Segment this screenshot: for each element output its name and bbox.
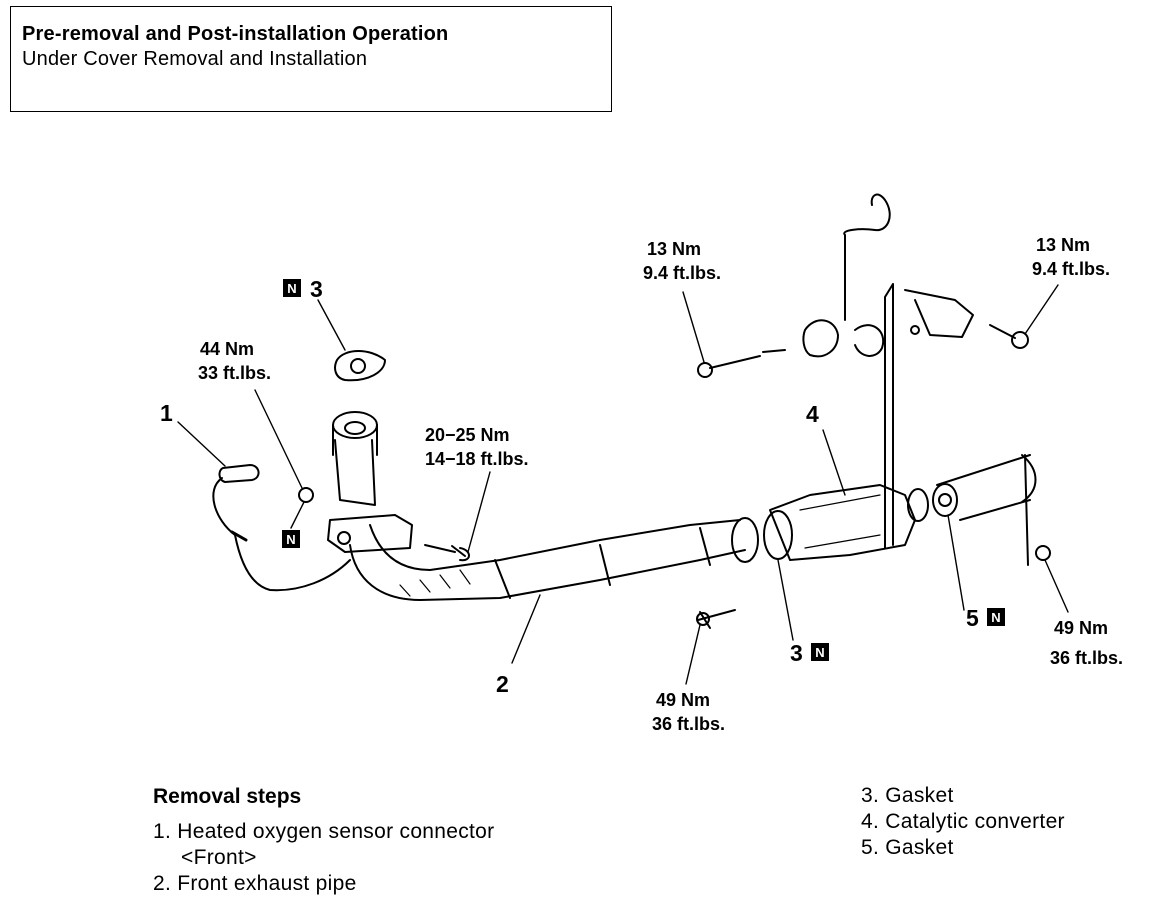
svg-text:49 Nm: 49 Nm: [1054, 618, 1108, 638]
n-mark-nut: N: [282, 530, 300, 548]
callout-1: 1: [160, 400, 173, 426]
bolt-hanger-head: [1011, 331, 1029, 349]
hanger-rubber-2: [854, 324, 885, 357]
converter-outlet-flange: [907, 488, 929, 522]
flange-bolt-hole: [337, 531, 351, 545]
step-2: 2. Front exhaust pipe: [153, 872, 357, 895]
operation-subtitle: Under Cover Removal and Installation: [22, 48, 368, 70]
hanger-stud-head: [697, 362, 713, 378]
svg-text:N: N: [991, 610, 1000, 625]
leader-1: [177, 421, 226, 467]
bolt-hanger: [989, 324, 1016, 339]
leader-13nm-right: [1024, 284, 1059, 335]
manifold-inner: [344, 421, 366, 435]
step-1: 1. Heated oxygen sensor connector: [153, 820, 495, 843]
callout-5: 5: [966, 605, 979, 631]
hanger-hook: [843, 193, 891, 321]
leader-3-mid: [777, 559, 794, 641]
callout-2: 2: [496, 671, 509, 697]
hanger-stud: [709, 349, 786, 369]
converter-shield: [799, 494, 881, 549]
pipe-stripes: [399, 569, 471, 597]
n-mark-gasket-5: N: [987, 608, 1005, 626]
torque-49nm-right: 49 Nm 36 ft.lbs.: [1050, 618, 1123, 668]
svg-text:20−25 Nm: 20−25 Nm: [425, 425, 510, 445]
hanger-rubber: [802, 319, 839, 358]
torque-49nm-left: 49 Nm 36 ft.lbs.: [652, 690, 725, 734]
step-1-detail: <Front>: [181, 846, 257, 869]
converter-inlet-flange: [763, 510, 793, 560]
leader-44nm: [254, 389, 303, 489]
n-mark-top: N: [283, 279, 301, 297]
harness-clip: [230, 530, 248, 542]
gasket-5-hole: [938, 493, 952, 507]
front-exhaust-pipe: [349, 519, 746, 601]
svg-text:N: N: [815, 645, 824, 660]
step-3: 3. Gasket: [861, 784, 954, 807]
svg-text:13 Nm: 13 Nm: [1036, 235, 1090, 255]
leader-5: [947, 514, 965, 611]
torque-20-25nm: 20−25 Nm 14−18 ft.lbs.: [425, 425, 529, 469]
leader-13nm-left: [682, 291, 705, 363]
rear-pipe-side: [1024, 454, 1029, 566]
svg-text:14−18 ft.lbs.: 14−18 ft.lbs.: [425, 449, 529, 469]
manifold-body: [332, 424, 378, 456]
svg-text:36 ft.lbs.: 36 ft.lbs.: [1050, 648, 1123, 668]
leader-2: [511, 594, 541, 664]
gasket-3-top: [334, 350, 386, 382]
callout-4: 4: [806, 401, 819, 427]
svg-text:44 Nm: 44 Nm: [200, 339, 254, 359]
bracket-plate: [884, 283, 894, 549]
bolt-lower-mid-head: [696, 612, 710, 626]
svg-text:9.4 ft.lbs.: 9.4 ft.lbs.: [1032, 259, 1110, 279]
hanger-bracket: [904, 289, 974, 338]
callout-3-mid: 3: [790, 640, 803, 666]
bolt-rear-head: [1035, 545, 1051, 561]
operation-title: Pre-removal and Post-installation Operat…: [22, 23, 449, 45]
gasket-5: [932, 483, 958, 517]
bolt-front-flange: [424, 544, 470, 562]
bolt-lower-mid: [697, 609, 736, 629]
removal-steps-heading: Removal steps: [153, 785, 302, 808]
leader-49nm-right: [1044, 559, 1069, 613]
torque-13nm-right: 13 Nm 9.4 ft.lbs.: [1032, 235, 1110, 279]
leader-3-top: [317, 299, 346, 351]
n-mark-gasket-3: N: [811, 643, 829, 661]
gasket-3-top-hole: [350, 358, 366, 374]
svg-text:13 Nm: 13 Nm: [647, 239, 701, 259]
flange-nut: [298, 487, 314, 503]
step-5: 5. Gasket: [861, 836, 954, 859]
leader-n-nut: [290, 501, 305, 529]
pipe-flex-section: [494, 527, 711, 599]
callout-3-top: 3: [310, 276, 323, 302]
operation-box: [10, 6, 612, 112]
svg-text:36 ft.lbs.: 36 ft.lbs.: [652, 714, 725, 734]
leader-4: [822, 429, 846, 496]
leader-20nm: [467, 471, 491, 553]
leader-49nm-left: [685, 624, 701, 685]
svg-text:49 Nm: 49 Nm: [656, 690, 710, 710]
gasket-3-front: [731, 517, 759, 563]
torque-44nm: 44 Nm 33 ft.lbs.: [198, 339, 271, 383]
front-flange: [327, 514, 413, 553]
torque-13nm-left: 13 Nm 9.4 ft.lbs.: [643, 239, 721, 283]
svg-text:9.4 ft.lbs.: 9.4 ft.lbs.: [643, 263, 721, 283]
svg-text:33 ft.lbs.: 33 ft.lbs.: [198, 363, 271, 383]
o2-sensor-harness: [212, 477, 351, 592]
bracket-hole: [910, 325, 920, 335]
o2-sensor-connector: [218, 464, 260, 483]
svg-text:N: N: [286, 532, 295, 547]
exhaust-manifold-pipe: [334, 439, 376, 506]
svg-text:N: N: [287, 281, 296, 296]
step-4: 4. Catalytic converter: [861, 810, 1065, 833]
